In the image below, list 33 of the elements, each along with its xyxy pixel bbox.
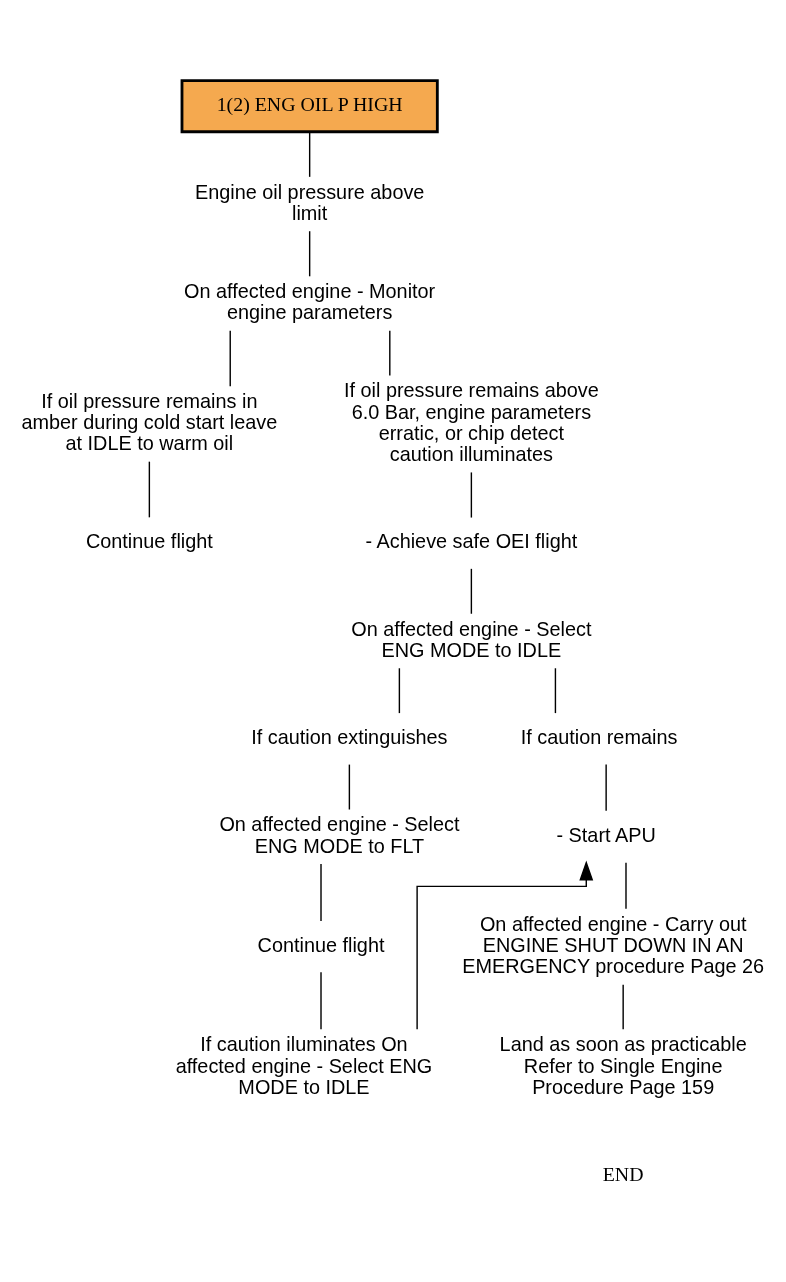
connector [308,131,311,178]
node-text: Continue flight [85,530,213,553]
connector [622,984,624,1031]
node-text: On affected engine - Select ENG MODE to FLT [219,813,460,857]
node-text: On affected engine - Monitor engine parameters [184,280,436,324]
connector [470,568,473,615]
node-text: Land as soon as practicable Refer to Single Engine Procedure Page 159 [499,1033,747,1098]
connector [389,330,391,377]
node-text: If oil pressure remains above 6.0 Bar, engine parameters erratic, or chip detect caution illuminates [343,379,599,466]
node-text: - Achieve safe OEI flight [365,530,578,553]
connector [148,460,151,519]
node-text: Engine oil pressure above limit [194,180,425,224]
arrow [416,860,594,1031]
node-text: On affected engine - Carry out ENGINE SHUT DOWN IN AN EMERGENCY procedure Page 26 [462,912,765,978]
node-text: On affected engine - Select ENG MODE to IDLE [351,617,592,661]
node-text: Continue flight [257,933,385,956]
connector [320,863,322,922]
connector [308,230,311,277]
connector [605,763,607,812]
node-text: - Start APU [556,824,656,847]
connector [625,862,627,910]
connector [398,667,401,714]
label: END [602,1163,644,1186]
node-text: If caution iluminates On affected engine - Select ENG MODE to IDLE [175,1033,433,1098]
connector [554,667,557,714]
connector [348,763,351,811]
node-text: If caution extinguishes [251,726,448,749]
connector [320,971,322,1031]
node-text: If oil pressure remains in amber during cold start leave at IDLE to warm oil [21,389,278,455]
connector [470,471,473,519]
connector [229,330,231,387]
node-text: If caution remains [520,726,678,749]
node-box: 1(2) ENG OIL P HIGH [180,79,439,134]
